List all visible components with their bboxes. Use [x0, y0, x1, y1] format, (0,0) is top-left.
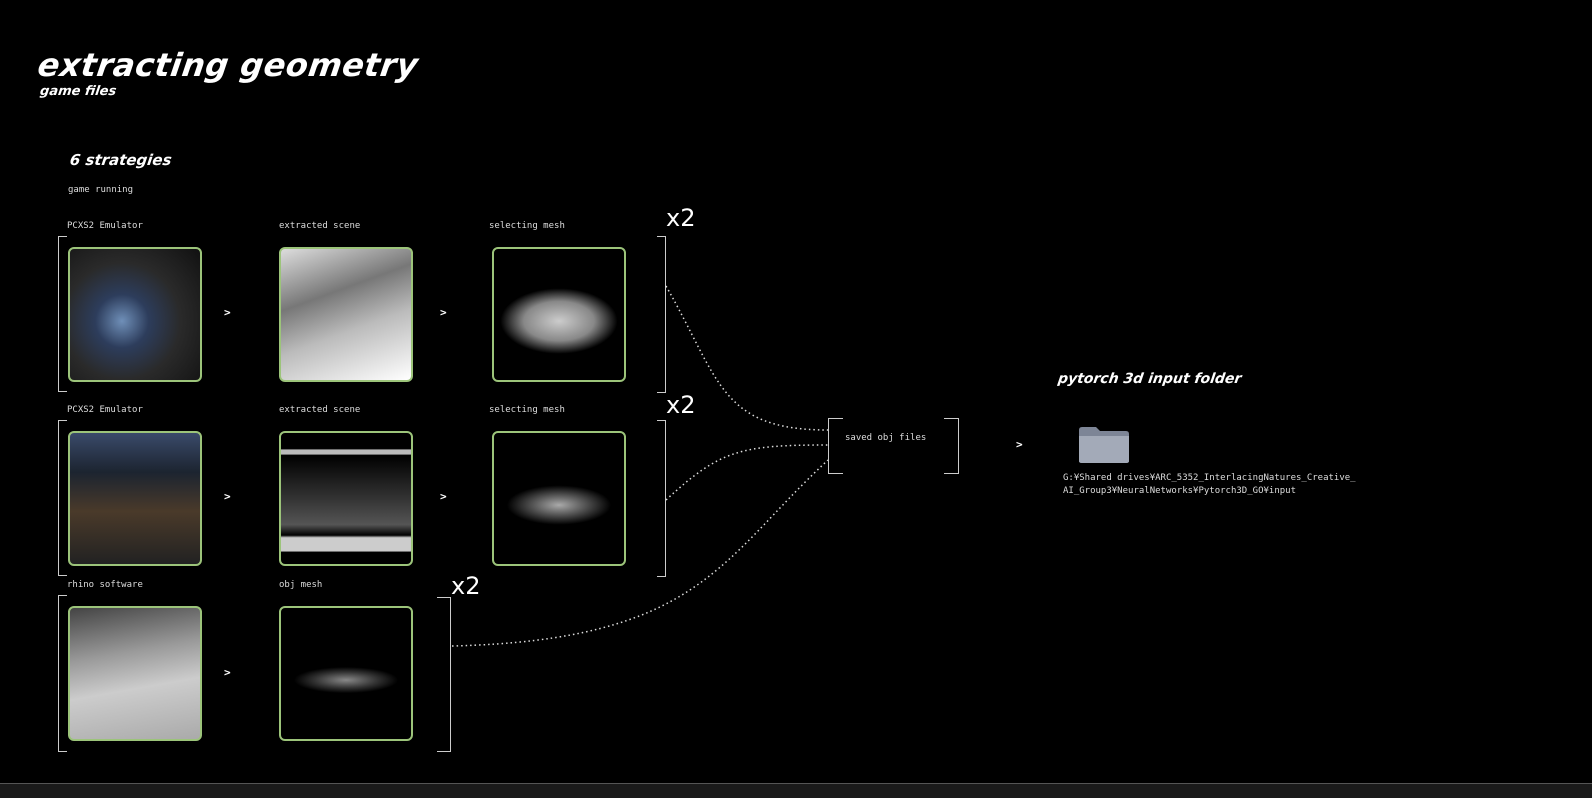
folder-icon[interactable]	[1078, 424, 1130, 464]
connector-row3	[451, 459, 829, 647]
folder-path: G:¥Shared drives¥ARC_5352_InterlacingNat…	[1063, 472, 1356, 498]
connector-row2	[665, 444, 829, 501]
step-label: selecting mesh	[489, 405, 565, 415]
output-title: pytorch 3d input folder	[1056, 371, 1243, 387]
row-bracket-right	[437, 597, 451, 752]
section-note: game running	[68, 185, 134, 195]
row-bracket-right	[657, 236, 666, 393]
arrow-icon: >	[440, 490, 447, 503]
row-bracket-left	[58, 236, 67, 392]
multiplier-label: x2	[666, 204, 696, 232]
saved-box-bracket-left	[828, 418, 843, 474]
saved-obj-files-label: saved obj files	[845, 433, 927, 443]
step-label: rhino software	[67, 580, 143, 590]
game-screenshot-podracer-image	[68, 431, 202, 566]
step-label: extracted scene	[279, 221, 361, 231]
podracer-mesh-image	[492, 431, 626, 566]
step-label: obj mesh	[279, 580, 323, 590]
arrow-icon: >	[1016, 438, 1023, 451]
folder-path-line: AI_Group3¥NeuralNetworks¥Pytorch3D_GO¥in…	[1063, 486, 1296, 496]
step-label: extracted scene	[279, 405, 361, 415]
row-bracket-left	[58, 595, 67, 752]
arrow-icon: >	[440, 306, 447, 319]
extracted-scene-car-image	[279, 247, 413, 382]
multiplier-label: x2	[451, 572, 481, 600]
bottom-strip	[0, 783, 1592, 798]
row-bracket-right	[657, 420, 666, 577]
arrow-icon: >	[224, 306, 231, 319]
arrow-icon: >	[224, 490, 231, 503]
extracted-scene-podracer-image	[279, 431, 413, 566]
step-label: PCXS2 Emulator	[67, 405, 143, 415]
arrow-icon: >	[224, 666, 231, 679]
obj-mesh-image	[279, 606, 413, 741]
connector-row1	[665, 285, 829, 431]
rhino-model-image	[68, 606, 202, 741]
car-mesh-image	[492, 247, 626, 382]
step-label: PCXS2 Emulator	[67, 221, 143, 231]
row-bracket-left	[58, 420, 67, 576]
game-screenshot-car-image	[68, 247, 202, 382]
step-label: selecting mesh	[489, 221, 565, 231]
folder-path-line: G:¥Shared drives¥ARC_5352_InterlacingNat…	[1063, 473, 1356, 483]
multiplier-label: x2	[666, 391, 696, 419]
saved-box-bracket-right	[944, 418, 959, 474]
